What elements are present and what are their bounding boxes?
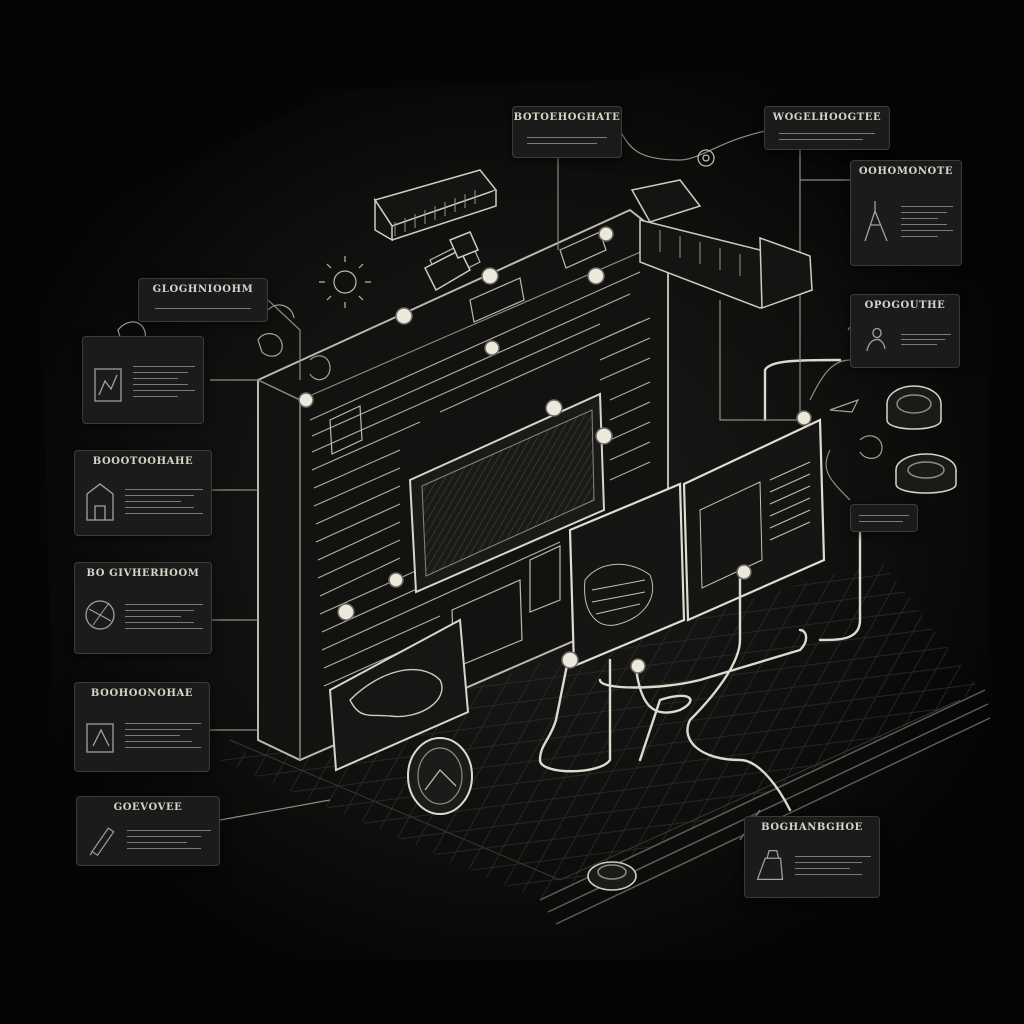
- machine-icon: [86, 723, 114, 753]
- node-dot: [736, 564, 752, 580]
- cables: [538, 358, 862, 812]
- callout-label: GLOGHNIOOHM: [152, 284, 254, 295]
- callout-left-4: BOOHOONOHAE: [74, 682, 210, 772]
- callout-right-small: [850, 504, 918, 532]
- text-lines: [125, 587, 203, 645]
- text-lines: [155, 303, 251, 313]
- globe-icon: [407, 737, 473, 815]
- node-dot: [630, 658, 646, 674]
- node-dot: [337, 603, 355, 621]
- text-lines: [527, 131, 607, 149]
- node-dot: [395, 307, 413, 325]
- text-lines: [125, 475, 203, 527]
- text-lines: [901, 185, 953, 257]
- callout-label: WOGELHOOGTEE: [772, 112, 882, 123]
- front-card: [328, 618, 470, 772]
- figure-icon: [866, 327, 886, 352]
- callout-label: OPOGOUTHE: [864, 300, 946, 311]
- text-lines: [127, 821, 211, 857]
- callout-bottom-right: BOGHANBGHOE: [744, 816, 880, 898]
- callout-label: GOEVOVEE: [113, 802, 183, 813]
- callout-label: BOOHOONOHAE: [90, 688, 194, 699]
- callout-left-upper: GLOGHNIOOHM: [138, 278, 268, 322]
- node-dot: [587, 267, 605, 285]
- callout-right-middle: OPOGOUTHE: [850, 294, 960, 368]
- house-icon: [86, 483, 114, 521]
- gear-icon: [697, 149, 715, 167]
- node-dot: [545, 399, 563, 417]
- callout-top-right: WOGELHOOGTEE: [764, 106, 890, 150]
- callout-left-5: GOEVOVEE: [76, 796, 220, 866]
- sun-icon: [319, 256, 371, 308]
- coin-stack-icon: [886, 385, 957, 494]
- callout-right-upper: OOHOMONOTE: [850, 160, 962, 266]
- globe-map-icon: [85, 600, 115, 630]
- node-dot: [595, 427, 613, 445]
- callout-top-center: BOTOEHOGHATE: [512, 106, 622, 158]
- text-lines: [795, 841, 871, 889]
- secondary-panels: [568, 418, 826, 668]
- callout-label: OOHOMONOTE: [858, 166, 954, 177]
- chart-icon: [94, 368, 122, 402]
- tool-icon: [864, 201, 888, 242]
- text-lines: [779, 131, 875, 141]
- roof-structure: [373, 169, 813, 310]
- node-dot: [481, 267, 499, 285]
- text-lines: [125, 707, 201, 763]
- node-dot: [561, 651, 579, 669]
- node-dot: [796, 410, 812, 426]
- node-dot: [298, 392, 314, 408]
- node-dot: [598, 226, 614, 242]
- callout-label: BOTOEHOGHATE: [513, 112, 621, 123]
- callout-left-upper-detail: [82, 336, 204, 424]
- node-dot: [388, 572, 404, 588]
- text-lines: [859, 511, 909, 525]
- callout-label: BO GIVHERHOOM: [86, 568, 200, 579]
- callout-left-2: BOOOTOOHAHE: [74, 450, 212, 536]
- text-lines: [133, 347, 195, 415]
- node-dot: [484, 340, 500, 356]
- connector-lines: [210, 129, 851, 841]
- main-board: [257, 208, 669, 762]
- callout-label: BOGHANBGHOE: [761, 822, 863, 833]
- connection-nodes: [298, 226, 812, 674]
- text-lines: [901, 319, 951, 359]
- device-icon: [756, 849, 784, 881]
- floor-grid: [220, 560, 980, 900]
- plug-icon: [587, 861, 637, 891]
- callout-label: BOOOTOOHAHE: [92, 456, 194, 467]
- pen-icon: [89, 827, 115, 857]
- callout-left-3: BO GIVHERHOOM: [74, 562, 212, 654]
